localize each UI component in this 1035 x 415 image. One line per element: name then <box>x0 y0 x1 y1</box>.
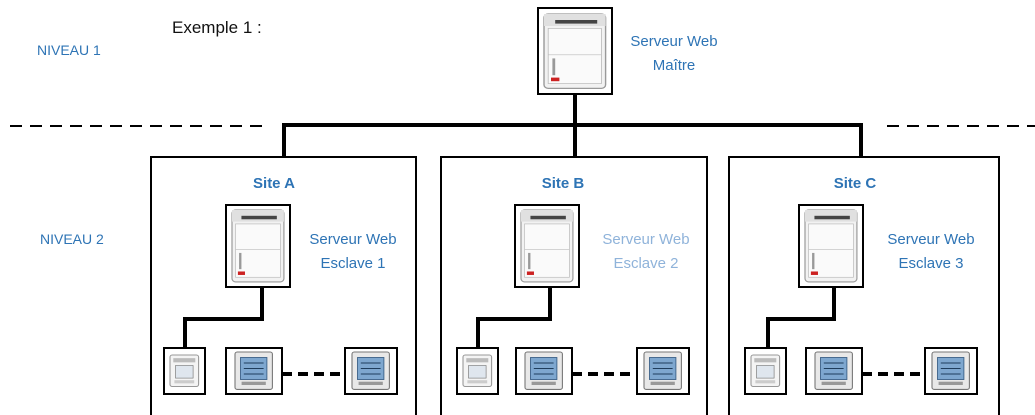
site-c-label-line2: Esclave 3 <box>898 255 964 272</box>
level-2-label: NIVEAU 2 <box>40 231 104 247</box>
master-label-line2: Maître <box>652 57 696 74</box>
network-bus <box>282 94 863 157</box>
site-a-box <box>150 156 417 415</box>
level-1-label: NIVEAU 1 <box>37 42 101 58</box>
master-server-icon <box>537 7 613 95</box>
master-label-line1: Serveur Web <box>630 33 718 50</box>
site-b-box <box>440 156 708 415</box>
site-c-server-label: Serveur Web Esclave 3 <box>876 228 986 276</box>
site-b-server-label: Serveur Web Esclave 2 <box>591 228 701 276</box>
site-c-label-line1: Serveur Web <box>887 231 975 248</box>
site-a-label-line1: Serveur Web <box>309 231 397 248</box>
master-server-label: Serveur Web Maître <box>620 30 728 78</box>
site-c-box <box>728 156 1000 415</box>
site-c-title: Site C <box>833 175 877 192</box>
example-title: Exemple 1 : <box>172 18 262 37</box>
site-b-title: Site B <box>541 175 585 192</box>
site-b-label-line2: Esclave 2 <box>613 255 679 272</box>
site-a-server-label: Serveur Web Esclave 1 <box>298 228 408 276</box>
site-a-title: Site A <box>253 175 295 192</box>
site-b-label-line1: Serveur Web <box>602 231 690 248</box>
site-a-label-line2: Esclave 1 <box>320 255 386 272</box>
